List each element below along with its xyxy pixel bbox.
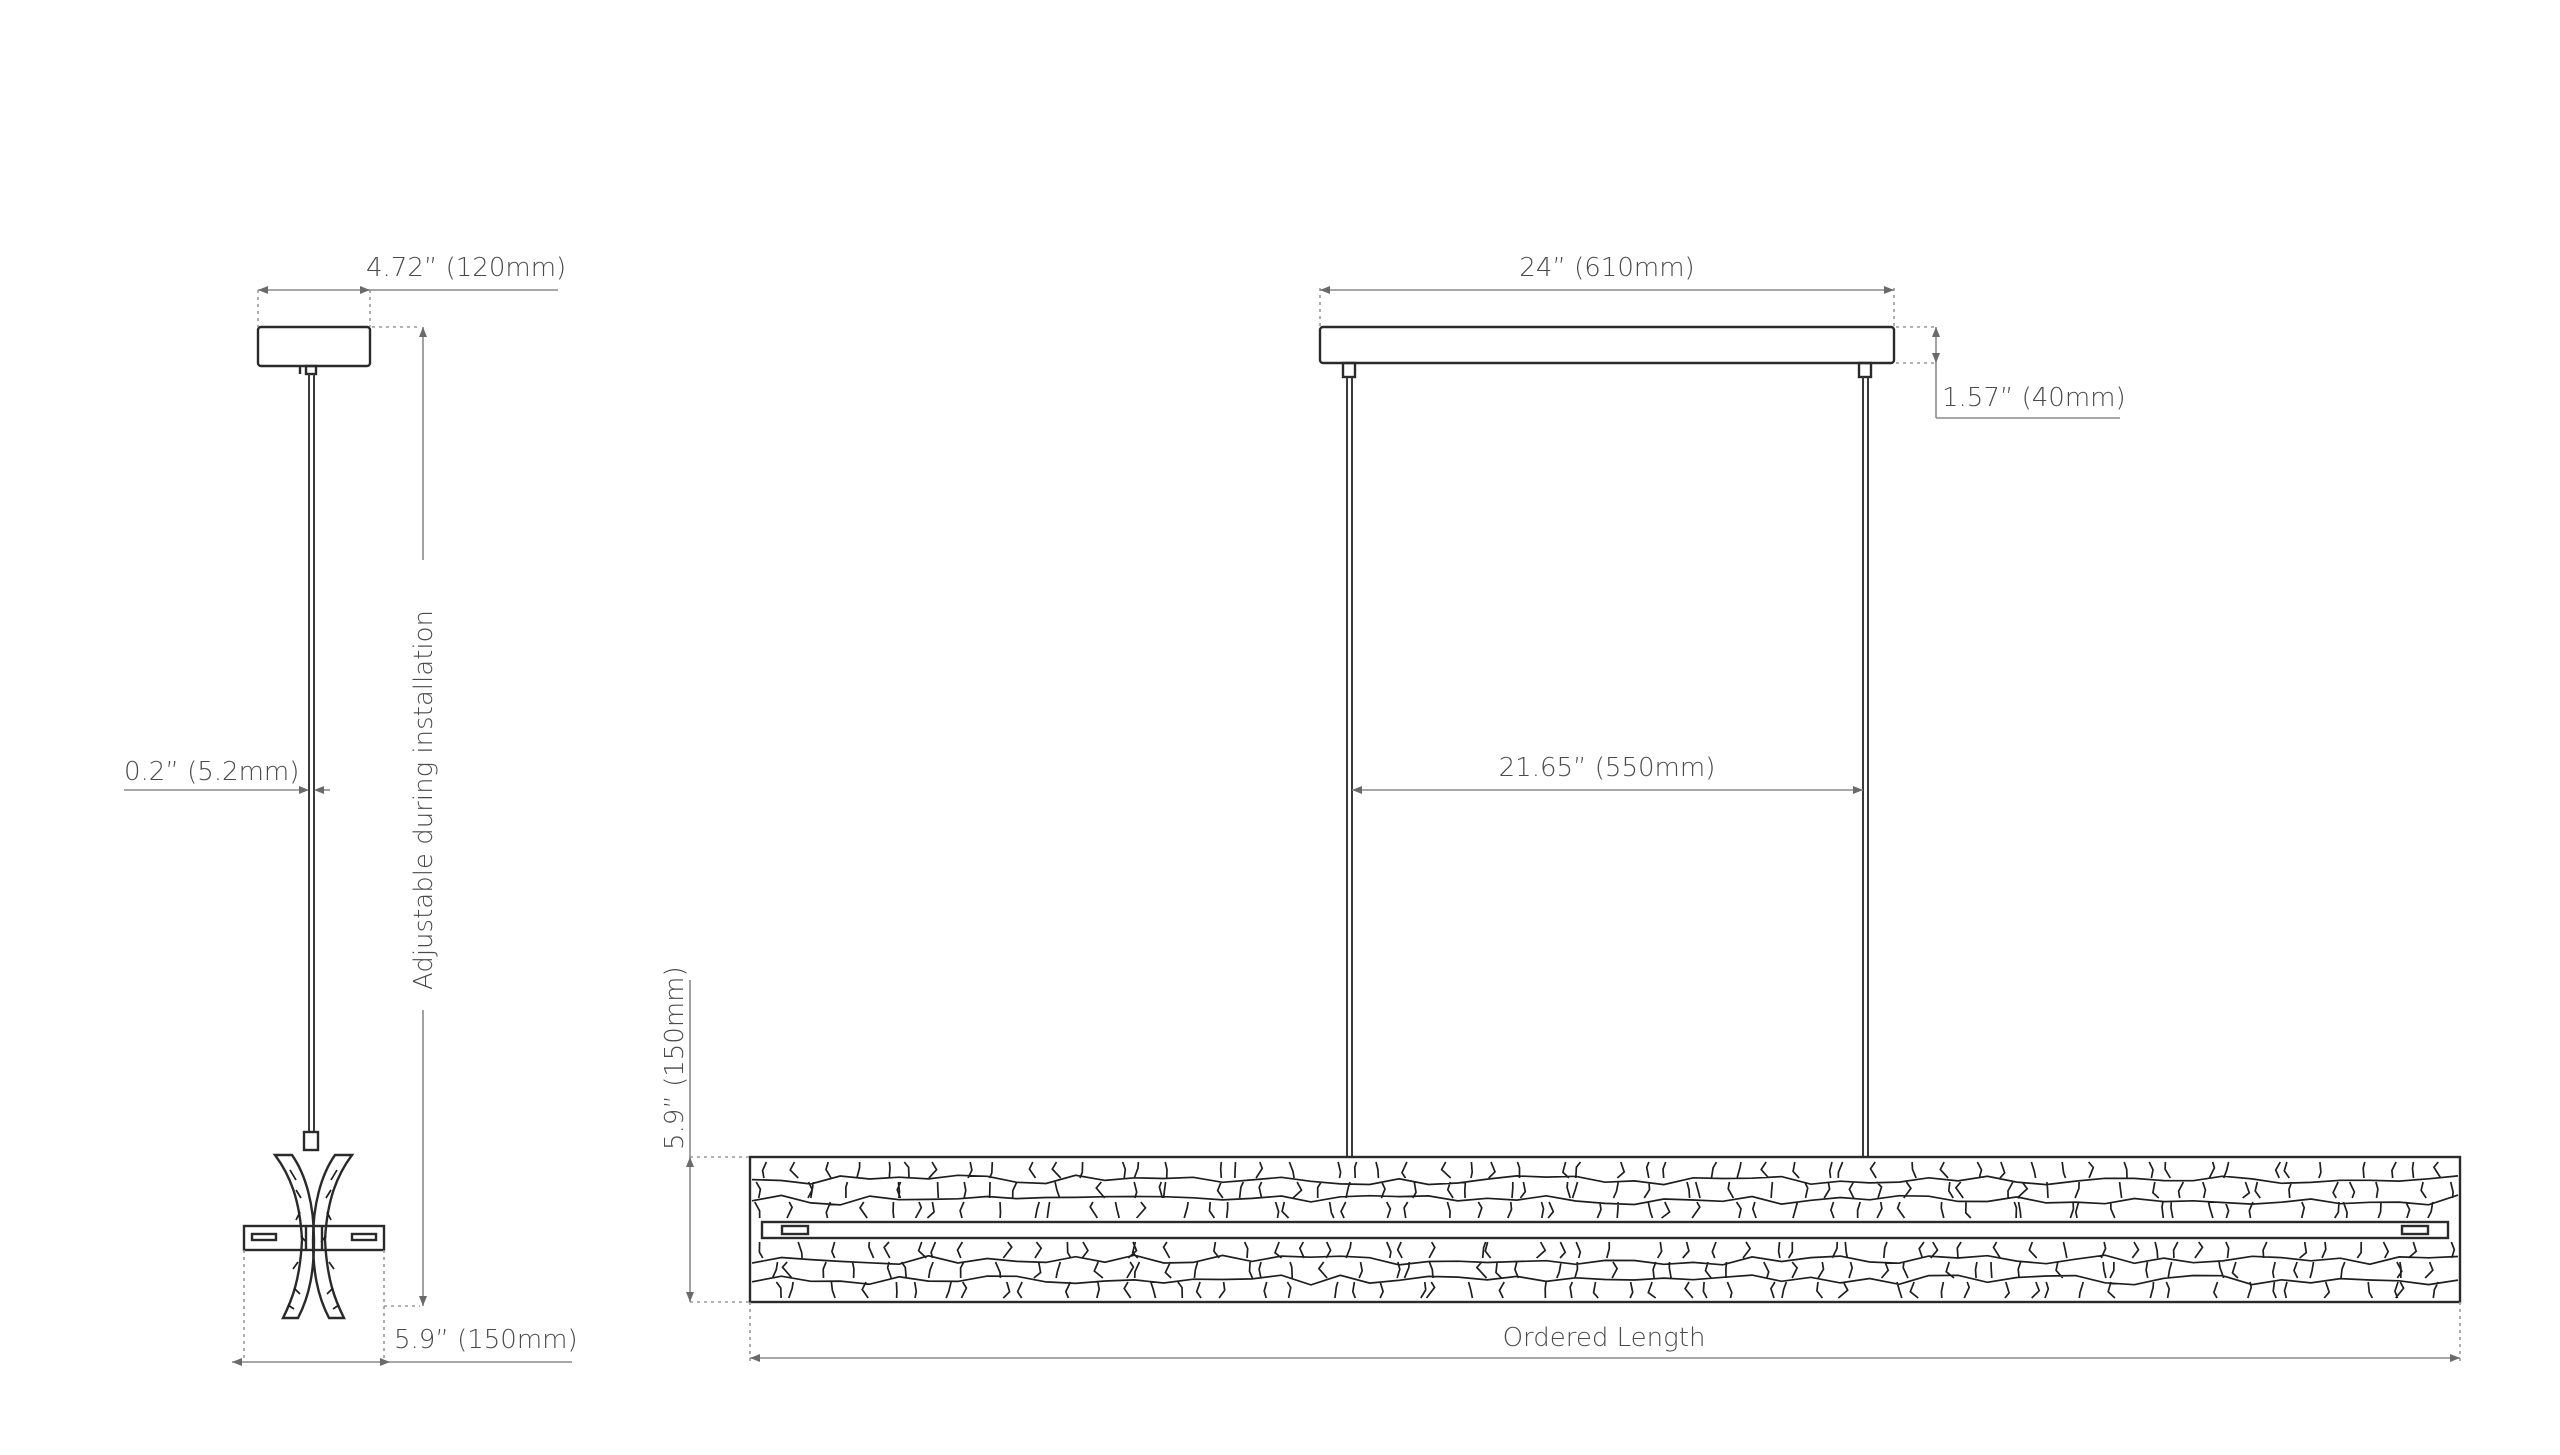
side-fixture-right-wing [311, 1153, 355, 1320]
side-fixture-bar [242, 1224, 386, 1252]
side-adjustable-label: Adjustable during installation [409, 610, 439, 990]
front-cable-spacing-label: 21.65” (550mm) [1499, 753, 1716, 783]
front-canopy [1318, 325, 1896, 365]
front-ordered-length-label: Ordered Length [1503, 1323, 1706, 1353]
side-canopy-width-label: 4.72” (120mm) [366, 253, 566, 283]
side-view [242, 325, 386, 1320]
crack-pattern [751, 1161, 2459, 1219]
front-view [748, 325, 2462, 1304]
front-canopy-height-label: 1.57” (40mm) [1942, 383, 2126, 413]
front-fixture [748, 1155, 2462, 1304]
crack-texture-top [751, 1161, 2459, 1219]
side-fixture-left-wing [272, 1153, 316, 1320]
front-view-dimensions: 24” (610mm) 1.57” (40mm) 21.65” (550mm) … [660, 253, 2461, 1362]
front-canopy-length-label: 24” (610mm) [1519, 253, 1694, 283]
front-fixture-height-label: 5.9” (150mm) [660, 966, 690, 1150]
side-fixture-depth-label: 5.9” (150mm) [394, 1325, 578, 1355]
side-view-dimensions: 4.72” (120mm) 0.2” (5.2mm) Adjustable du… [124, 253, 578, 1366]
side-canopy [256, 325, 372, 368]
crack-pattern [751, 1241, 2459, 1299]
side-cable-diameter-label: 0.2” (5.2mm) [124, 757, 299, 787]
crack-texture-bottom [751, 1241, 2459, 1299]
